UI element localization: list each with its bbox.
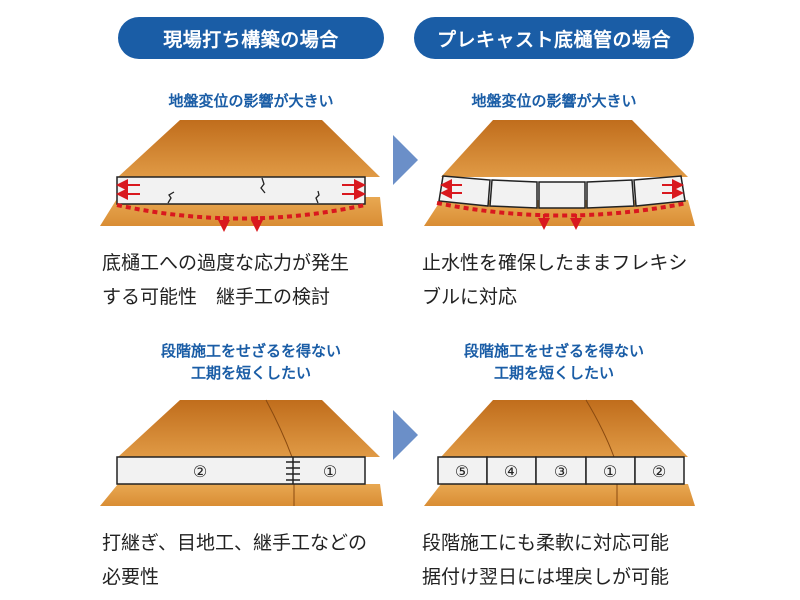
stage-label: ①	[323, 462, 337, 481]
top-right-caption: 地盤変位の影響が大きい	[471, 92, 637, 110]
description-line: 必要性	[102, 566, 160, 588]
culvert-segment	[438, 175, 491, 207]
top-left-description: 底樋工への過度な応力が発生 する可能性 継手工の検討	[102, 246, 349, 314]
embankment-upper	[441, 120, 688, 177]
top-left-figure	[100, 120, 383, 232]
header-cast-in-place: 現場打ち構築の場合	[118, 17, 384, 59]
stage-label: ②	[193, 462, 207, 481]
crack-mark	[167, 191, 175, 204]
embankment-lower	[100, 484, 383, 506]
caption-line: 段階施工をせざるを得ない	[160, 342, 341, 360]
stage-label: ③	[554, 462, 568, 481]
bottom-left-figure: ② ①	[100, 399, 383, 506]
chevron-right-icon	[393, 410, 418, 460]
bottom-left-caption: 段階施工をせざるを得ない 工期を短くしたい	[118, 340, 384, 384]
settlement-line	[436, 201, 688, 218]
bottom-right-description: 段階施工にも柔軟に対応可能 据付け翌日には埋戻しが可能	[422, 526, 669, 594]
culvert-body	[116, 456, 366, 485]
culvert-segment	[634, 456, 685, 485]
embankment-upper	[441, 400, 688, 457]
stage-boundary	[585, 399, 615, 458]
description-line: 段階施工にも柔軟に対応可能	[422, 532, 670, 554]
description-line: ブルに対応	[422, 286, 518, 308]
culvert-segment	[437, 456, 488, 485]
description-line: 底樋工への過度な応力が発生	[102, 252, 350, 274]
top-left-caption: 地盤変位の影響が大きい	[168, 92, 334, 110]
crack-mark	[260, 177, 266, 194]
top-right-description: 止水性を確保したままフレキシ ブルに対応	[422, 246, 687, 314]
description-line: 打継ぎ、目地工、継手工などの	[102, 532, 368, 554]
caption-line: 工期を短くしたい	[190, 364, 311, 382]
top-right-figure	[424, 120, 695, 230]
culvert-segment	[489, 179, 538, 209]
caption-line: 工期を短くしたい	[493, 364, 614, 382]
culvert-segment	[586, 179, 635, 209]
caption-line: 段階施工をせざるを得ない	[463, 342, 644, 360]
bottom-right-caption: 段階施工をせざるを得ない 工期を短くしたい	[414, 340, 694, 384]
chevron-right-icon	[393, 135, 418, 185]
culvert-body	[116, 176, 366, 205]
culvert-segment	[585, 456, 636, 485]
description-line: する可能性 継手工の検討	[102, 286, 331, 308]
bottom-right-figure: ⑤ ④ ③ ① ②	[424, 399, 695, 506]
stage-label: ④	[504, 462, 518, 481]
bottom-left-description: 打継ぎ、目地工、継手工などの 必要性	[102, 526, 367, 594]
crack-mark	[315, 190, 320, 204]
culvert-segment	[538, 181, 586, 209]
description-line: 止水性を確保したままフレキシ	[422, 252, 688, 274]
culvert-segment	[486, 456, 537, 485]
stage-label: ①	[603, 462, 617, 481]
description-line: 据付け翌日には埋戻しが可能	[422, 566, 670, 588]
header-precast: プレキャスト底樋管の場合	[414, 17, 694, 59]
settlement-line	[116, 203, 366, 221]
stage-boundary	[265, 399, 293, 458]
culvert-segment	[633, 175, 686, 207]
stage-label: ②	[652, 462, 666, 481]
embankment-upper	[118, 120, 380, 177]
embankment-upper	[118, 400, 380, 457]
embankment-lower	[424, 484, 695, 506]
stage-label: ⑤	[455, 462, 469, 481]
